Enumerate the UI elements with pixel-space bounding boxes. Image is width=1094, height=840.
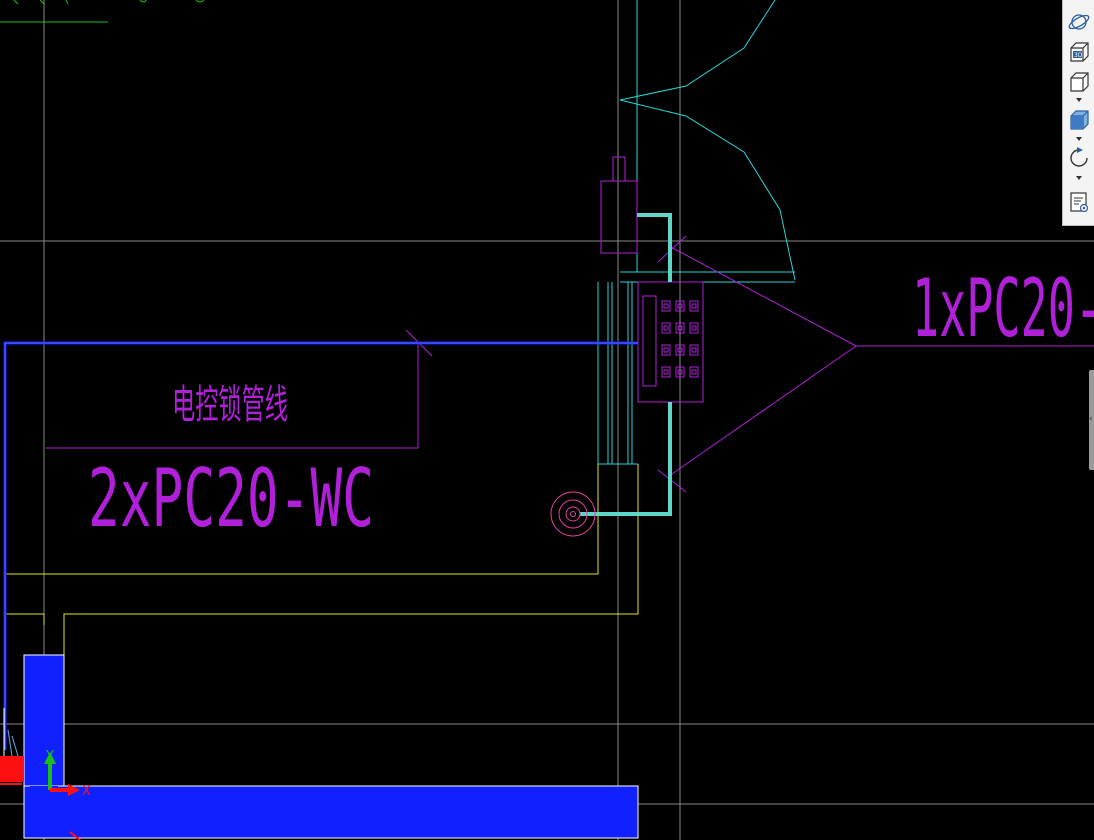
keypad-key-dot xyxy=(691,325,697,331)
keypad-key-dot xyxy=(663,325,669,331)
keypad-key-dot xyxy=(663,369,669,375)
rotate-dropdown[interactable] xyxy=(1074,174,1084,182)
shaded-view-dropdown[interactable] xyxy=(1074,135,1084,143)
rotate-icon xyxy=(1070,147,1088,167)
top-left-fragment xyxy=(0,0,205,23)
blue-conduit xyxy=(3,341,638,750)
keypad-key-dot xyxy=(663,303,669,309)
keypad-key xyxy=(675,366,685,378)
keypad-key-dot xyxy=(677,325,683,331)
label-cable-1: 1xPC20- xyxy=(912,262,1094,355)
properties-icon xyxy=(1070,192,1089,213)
side-panel-handle[interactable]: ‹ xyxy=(1089,370,1094,470)
view-toolbar: 3D xyxy=(1062,0,1094,226)
wireframe-view-button[interactable] xyxy=(1067,70,1091,94)
rotate-button[interactable] xyxy=(1067,146,1091,170)
keypad-key-dot xyxy=(677,347,683,353)
caret-down-icon xyxy=(1076,137,1082,141)
keypad-key-dot xyxy=(663,347,669,353)
cube-shaded-icon xyxy=(1070,110,1089,130)
chevron-left-icon: ‹ xyxy=(1089,414,1093,424)
caret-down-icon xyxy=(1076,176,1082,180)
keypad-key xyxy=(675,322,685,334)
concentric-device xyxy=(550,491,596,537)
red-element xyxy=(0,708,81,840)
keypad-key xyxy=(661,300,671,312)
ucs-x-label: X xyxy=(82,784,91,799)
teal-wiring xyxy=(580,213,672,516)
keypad-key xyxy=(661,344,671,356)
blue-walls xyxy=(23,654,639,839)
keypad-key xyxy=(661,322,671,334)
keypad-key xyxy=(689,300,699,312)
3d-label: 3D xyxy=(1074,52,1083,59)
label-cable-2: 2xPC20-WC xyxy=(88,452,374,545)
keypad-key xyxy=(689,366,699,378)
ucs-y-label: Y xyxy=(45,749,54,764)
cube-outline-icon xyxy=(1070,72,1089,92)
label-lock-line: 电控锁管线 xyxy=(172,382,288,428)
cube-3d-icon xyxy=(1070,42,1089,62)
keypad-key xyxy=(661,366,671,378)
keypad-key-dot xyxy=(691,303,697,309)
3d-view-button[interactable]: 3D xyxy=(1067,40,1091,64)
orbit-icon xyxy=(1068,14,1090,30)
keypad-key-dot xyxy=(691,347,697,353)
keypad-key xyxy=(689,344,699,356)
keypad-key-dot xyxy=(677,369,683,375)
properties-button[interactable] xyxy=(1067,190,1091,214)
keypad-key xyxy=(675,344,685,356)
yellow-geometry xyxy=(5,464,639,655)
shaded-view-button[interactable] xyxy=(1067,108,1091,132)
keypad-key xyxy=(689,322,699,334)
keypad-key-dot xyxy=(677,303,683,309)
cyan-geometry xyxy=(597,0,796,465)
ucs-icon: Y X xyxy=(44,749,91,799)
caret-down-icon xyxy=(1076,98,1082,102)
keypad-key-dot xyxy=(691,369,697,375)
orbit-button[interactable] xyxy=(1067,10,1091,34)
keypad-panel xyxy=(661,300,699,378)
wireframe-view-dropdown[interactable] xyxy=(1074,96,1084,104)
keypad-key xyxy=(675,300,685,312)
